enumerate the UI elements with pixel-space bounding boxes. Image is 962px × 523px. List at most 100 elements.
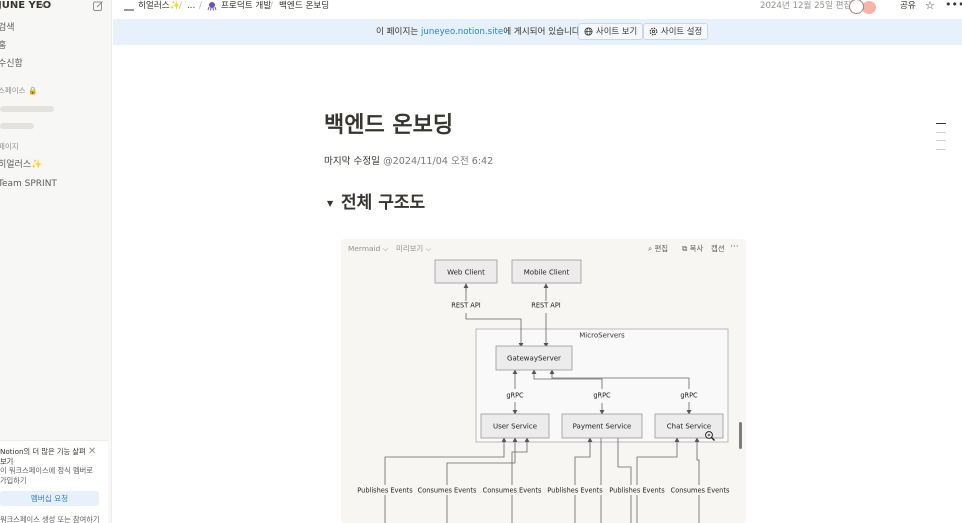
sidebar: JUNE YEO ▾ 검색 홈 수신함 스페이스 🔒 페이지 히얼러스✨ Tea…	[0, 0, 112, 523]
sidebar-item-page[interactable]: 히얼러스✨	[0, 160, 43, 170]
edge-label: Consumes Events	[418, 487, 477, 495]
zoom-cursor-icon	[705, 431, 715, 441]
node-web-client	[434, 259, 498, 284]
edge-label: Publishes Events	[609, 487, 665, 495]
edge-event	[617, 438, 632, 523]
node-mobile-client	[511, 259, 582, 284]
node-label: Chat Service	[667, 423, 711, 431]
page-property: 마지막 수정일 @2024/11/04 오전 6:42	[324, 156, 493, 168]
edge-event	[694, 437, 700, 485]
edge-label: Publishes Events	[357, 487, 413, 495]
view-site-label: 사이트 보기	[596, 26, 638, 36]
breadcrumb-ellipsis[interactable]: ...	[187, 1, 196, 11]
node-payment-service	[561, 413, 643, 439]
edge-label-bg	[608, 485, 666, 495]
node-label: Payment Service	[573, 423, 632, 431]
promo-title: Notion의 더 많은 기능 살펴보기	[0, 447, 86, 466]
chevron-down-icon: ⌵	[425, 244, 432, 253]
property-name: 마지막 수정일	[324, 156, 381, 167]
edge-label: Consumes Events	[483, 487, 542, 495]
edge-label-bg	[483, 485, 541, 495]
sidebar-item-home[interactable]: 홈	[0, 40, 6, 52]
edge-label: REST API	[451, 302, 481, 310]
edge-label: Consumes Events	[671, 487, 730, 495]
loading-placeholder	[0, 106, 54, 112]
share-button[interactable]: 공유	[900, 1, 916, 11]
topbar: 히얼러스✨ / ... / 프로덕트 개발 / 백엔드 온보딩 2024년 12…	[113, 0, 962, 14]
node-label: Mobile Client	[524, 269, 570, 277]
edge-grpc	[549, 369, 690, 389]
edge-label: REST API	[531, 302, 561, 310]
toc-marker[interactable]	[936, 140, 946, 141]
publish-banner: 이 페이지는 juneyeo.notion.site에 게시되어 있습니다. 사…	[113, 19, 962, 45]
octopus-icon	[207, 2, 217, 11]
breadcrumb-item[interactable]: 프로덕트 개발	[221, 1, 272, 11]
edge-label-bg	[532, 301, 560, 313]
toggle-triangle-icon[interactable]: ▼	[327, 199, 334, 208]
caption-button[interactable]: 캡션	[711, 244, 725, 253]
more-icon[interactable]: ···	[730, 242, 739, 252]
site-settings-label: 사이트 설정	[661, 26, 703, 36]
toc-marker[interactable]	[936, 149, 946, 150]
edge-label-bg	[546, 485, 604, 495]
view-mode-selector[interactable]: 미리보기 ⌵	[396, 244, 431, 254]
site-settings-button[interactable]: 사이트 설정	[643, 23, 709, 40]
upgrade-promo	[0, 440, 108, 523]
cluster-label: MicroServers	[579, 332, 625, 340]
language-selector[interactable]: Mermaid ⌵	[348, 244, 388, 254]
site-url[interactable]: juneyeo.notion.site	[421, 27, 504, 37]
new-page-icon[interactable]	[92, 0, 104, 12]
promo-description: 이 워크스페이스에 정식 멤버로 가입하기	[0, 466, 93, 485]
close-icon[interactable]: ✕	[88, 446, 97, 457]
edge-event	[574, 437, 593, 486]
loading-placeholder	[0, 123, 34, 129]
copy-button[interactable]: ⧉ 복사	[682, 244, 703, 254]
avatar	[862, 1, 876, 14]
sidebar-item-search[interactable]: 검색	[0, 23, 15, 33]
banner-text-after: 에 게시되어 있습니다.	[503, 27, 583, 37]
edge-event	[511, 437, 530, 485]
breadcrumb-current[interactable]: 백엔드 온보딩	[279, 1, 330, 11]
sidebar-section-teamspace: 스페이스 🔒	[0, 86, 37, 96]
chevron-down-icon: ⌵	[382, 244, 389, 253]
gear-icon	[649, 27, 658, 36]
page-icon	[124, 9, 134, 11]
mermaid-diagram: MicroServers	[356, 259, 730, 523]
node-label: GatewayServer	[507, 355, 561, 363]
edit-button[interactable]: ⌕ 편집	[648, 244, 668, 254]
edge-label: gRPC	[506, 392, 524, 400]
banner-text-before: 이 페이지는	[376, 27, 421, 37]
request-membership-button[interactable]: 멤버십 요청	[0, 491, 99, 506]
toc-marker[interactable]	[936, 123, 946, 124]
section-heading[interactable]: 전체 구조도	[341, 193, 426, 213]
edge-label-bg	[453, 301, 479, 313]
node-gateway	[495, 345, 573, 371]
edge-label: gRPC	[593, 392, 611, 400]
sidebar-item-inbox[interactable]: 수신함	[0, 59, 23, 69]
globe-icon	[584, 27, 593, 36]
page-title[interactable]: 백엔드 온보딩	[324, 113, 454, 138]
scrollbar[interactable]	[739, 422, 742, 449]
star-icon[interactable]: ☆	[925, 0, 935, 12]
view-site-button[interactable]: 사이트 보기	[578, 23, 644, 40]
lock-icon: 🔒	[28, 86, 38, 95]
node-label: Web Client	[447, 269, 485, 277]
property-value[interactable]: @2024/11/04 오전 6:42	[383, 156, 494, 167]
section-label: 스페이스	[0, 86, 26, 95]
sidebar-section-private: 페이지	[0, 142, 19, 151]
edit-label: 편집	[654, 244, 669, 253]
language-label: Mermaid	[348, 244, 381, 253]
create-workspace-link[interactable]: 워크스페이스 생성 또는 참여하기	[0, 515, 100, 523]
edge-label: gRPC	[680, 392, 698, 400]
zoom-icon: ⌕	[648, 244, 653, 253]
toc-marker[interactable]	[936, 132, 946, 133]
workspace-switcher[interactable]: JUNE YEO ▾	[0, 0, 111, 12]
copy-label: 복사	[689, 244, 704, 253]
avatar	[849, 0, 864, 14]
breadcrumb-item[interactable]: 히얼러스✨	[138, 1, 181, 11]
sidebar-item-page[interactable]: Team SPRINT	[0, 179, 57, 189]
more-icon[interactable]: •••	[945, 0, 962, 11]
node-label: User Service	[493, 423, 537, 431]
edge-label-bg	[418, 485, 476, 495]
last-edited-label: 2024년 12월 25일 편집	[760, 1, 852, 11]
